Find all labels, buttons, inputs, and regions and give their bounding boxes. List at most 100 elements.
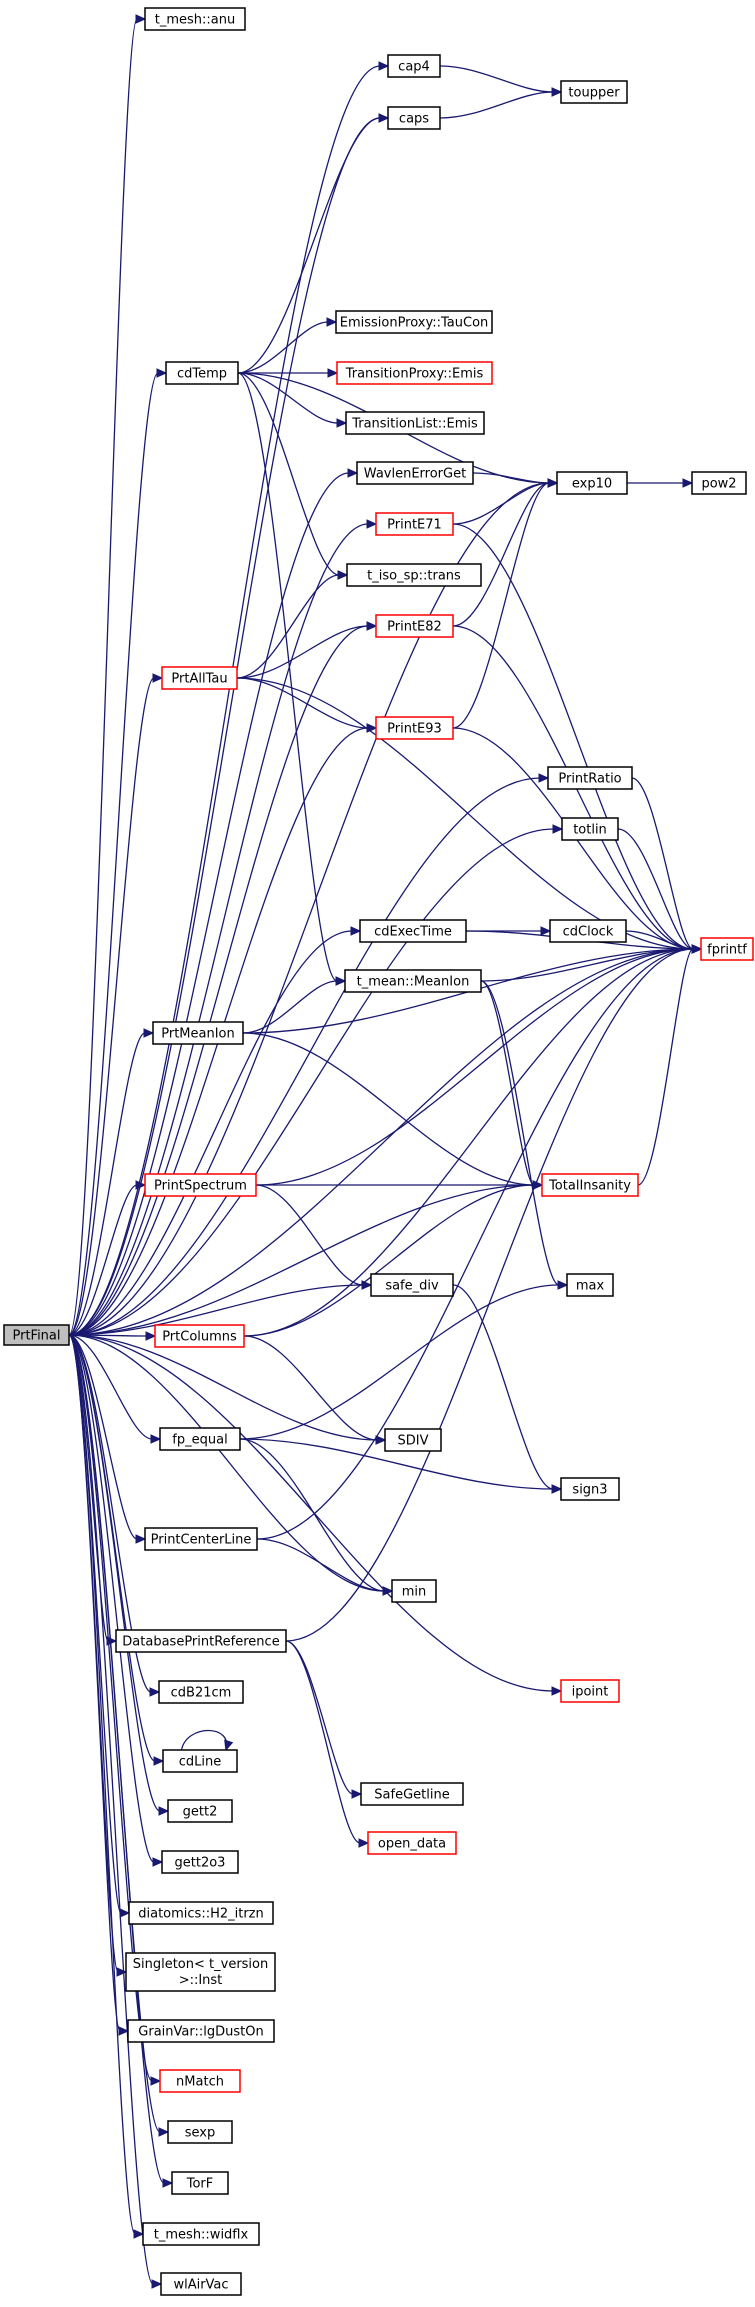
edge-arrowhead	[366, 723, 378, 733]
edge-line	[285, 1640, 361, 1844]
edge-PrtFinal-to-totlin	[68, 824, 564, 1336]
edge-arrowhead	[150, 1434, 162, 1444]
node-PrintCenterLine[interactable]: PrintCenterLine	[144, 1527, 258, 1551]
node-SafeGetline[interactable]: SafeGetline	[360, 1782, 464, 1806]
node-sexp[interactable]: sexp	[167, 2120, 233, 2144]
node-box	[367, 1831, 457, 1855]
edge-DatabasePrintReference-to-fprintf	[285, 944, 703, 1642]
node-TransitionList_Emis[interactable]: TransitionList::Emis	[345, 411, 485, 435]
node-box	[541, 1173, 639, 1197]
node-label: ipoint	[572, 1685, 609, 1700]
node-t_mesh_widflx[interactable]: t_mesh::widflx	[142, 2222, 260, 2246]
node-PrintRatio[interactable]: PrintRatio	[547, 766, 633, 790]
node-label-line2: >::Inst	[179, 1973, 223, 1988]
node-PrtFinal[interactable]: PrtFinal	[3, 1324, 70, 1346]
node-max[interactable]: max	[566, 1273, 614, 1297]
node-label: min	[402, 1585, 427, 1600]
node-box	[167, 1799, 233, 1823]
node-PrtColumns[interactable]: PrtColumns	[154, 1324, 245, 1348]
edge-line	[256, 948, 694, 1540]
node-TorF[interactable]: TorF	[171, 2171, 229, 2195]
node-cdExecTime[interactable]: cdExecTime	[359, 919, 467, 943]
node-label: totlin	[573, 823, 607, 838]
node-cdB21cm[interactable]: cdB21cm	[158, 1680, 244, 1704]
node-caps[interactable]: caps	[387, 106, 441, 130]
node-label: SafeGetline	[374, 1788, 449, 1803]
node-label: TorF	[186, 2177, 214, 2192]
edge-PrtMeanIon-to-TotalInsanity	[242, 1032, 544, 1190]
edge-PrintE71-to-fprintf	[452, 523, 703, 954]
node-box	[370, 1273, 454, 1297]
node-t_mean_MeanIon[interactable]: t_mean::MeanIon	[344, 969, 482, 993]
edge-arrowhead	[327, 368, 339, 378]
node-label: t_mesh::anu	[155, 13, 235, 28]
edge-line	[68, 1334, 155, 1863]
edge-line	[68, 1334, 378, 1441]
edge-line	[472, 472, 550, 484]
node-PrtMeanIon[interactable]: PrtMeanIon	[152, 1021, 244, 1045]
node-label: PrintCenterLine	[151, 1533, 252, 1548]
edge-line	[243, 948, 694, 1337]
node-PrintE71[interactable]: PrintE71	[375, 512, 454, 536]
node-nMatch[interactable]: nMatch	[159, 2069, 241, 2093]
node-fprintf[interactable]: fprintf	[700, 937, 754, 961]
node-cdTemp[interactable]: cdTemp	[165, 361, 239, 385]
edge-line	[237, 372, 340, 576]
edge-PrintCenterLine-to-fprintf	[256, 944, 703, 1540]
edge-line	[68, 828, 555, 1336]
node-PrintE82[interactable]: PrintE82	[375, 614, 454, 638]
node-cdLine[interactable]: cdLine	[162, 1749, 238, 1773]
edge-PrtFinal-to-WavlenErrorGet	[68, 468, 359, 1336]
node-box	[691, 471, 747, 495]
edge-arrowhead	[682, 478, 694, 488]
node-Singleton_Inst[interactable]: Singleton< t_version>::Inst	[125, 1952, 276, 1992]
node-diatomics_H2_itrzn[interactable]: diatomics::H2_itrzn	[128, 1901, 274, 1925]
node-exp10[interactable]: exp10	[556, 471, 628, 495]
edge-arrowhead	[149, 1687, 161, 1697]
node-open_data[interactable]: open_data	[367, 1831, 457, 1855]
node-SDIV[interactable]: SDIV	[384, 1428, 442, 1452]
edge-arrowhead	[106, 1636, 118, 1646]
edge-line	[68, 1284, 364, 1336]
node-min[interactable]: min	[391, 1579, 437, 1603]
node-box	[3, 1324, 70, 1346]
node-box	[152, 1021, 244, 1045]
edge-line	[68, 1334, 136, 2235]
edge-arrowhead	[551, 1686, 563, 1696]
edge-PrtFinal-to-PrintCenterLine	[68, 1334, 147, 1544]
edge-cdLine-to-cdLine	[180, 1730, 234, 1752]
node-PrintE93[interactable]: PrintE93	[375, 716, 454, 740]
node-toupper[interactable]: toupper	[560, 80, 628, 104]
node-gett2[interactable]: gett2	[167, 1799, 233, 1823]
edge-PrtFinal-to-fp_equal	[68, 1334, 162, 1444]
node-cap4[interactable]: cap4	[387, 54, 441, 78]
edge-arrowhead	[691, 944, 703, 954]
node-TotalInsanity[interactable]: TotalInsanity	[541, 1173, 639, 1197]
node-wlAirVac[interactable]: wlAirVac	[160, 2272, 242, 2296]
node-label: TotalInsanity	[548, 1179, 631, 1194]
node-EmissionProxy_TauCon[interactable]: EmissionProxy::TauCon	[335, 310, 493, 334]
node-pow2[interactable]: pow2	[691, 471, 747, 495]
node-totlin[interactable]: totlin	[561, 817, 619, 841]
node-box	[549, 919, 627, 943]
node-fp_equal[interactable]: fp_equal	[159, 1427, 241, 1451]
node-WavlenErrorGet[interactable]: WavlenErrorGet	[356, 461, 474, 485]
node-GrainVar_lgDustOn[interactable]: GrainVar::lgDustOn	[127, 2019, 275, 2043]
edge-arrowhead	[151, 2279, 163, 2289]
edge-arrowhead	[532, 1180, 544, 1190]
node-sign3[interactable]: sign3	[560, 1477, 620, 1501]
node-safe_div[interactable]: safe_div	[370, 1273, 454, 1297]
node-box	[566, 1273, 614, 1297]
node-TransitionProxy_Emis[interactable]: TransitionProxy::Emis	[336, 361, 493, 385]
edge-arrowhead	[366, 621, 378, 631]
node-cdClock[interactable]: cdClock	[549, 919, 627, 943]
node-DatabasePrintReference[interactable]: DatabasePrintReference	[115, 1629, 287, 1653]
edge-line	[243, 1184, 535, 1337]
node-PrintSpectrum[interactable]: PrintSpectrum	[144, 1173, 257, 1197]
node-gett2o3[interactable]: gett2o3	[161, 1850, 239, 1874]
node-ipoint[interactable]: ipoint	[560, 1679, 620, 1703]
node-t_mesh_anu[interactable]: t_mesh::anu	[144, 7, 246, 31]
node-t_iso_sp_trans[interactable]: t_iso_sp::trans	[346, 563, 482, 587]
node-label: gett2	[183, 1805, 218, 1820]
node-PrtAllTau[interactable]: PrtAllTau	[161, 666, 238, 690]
